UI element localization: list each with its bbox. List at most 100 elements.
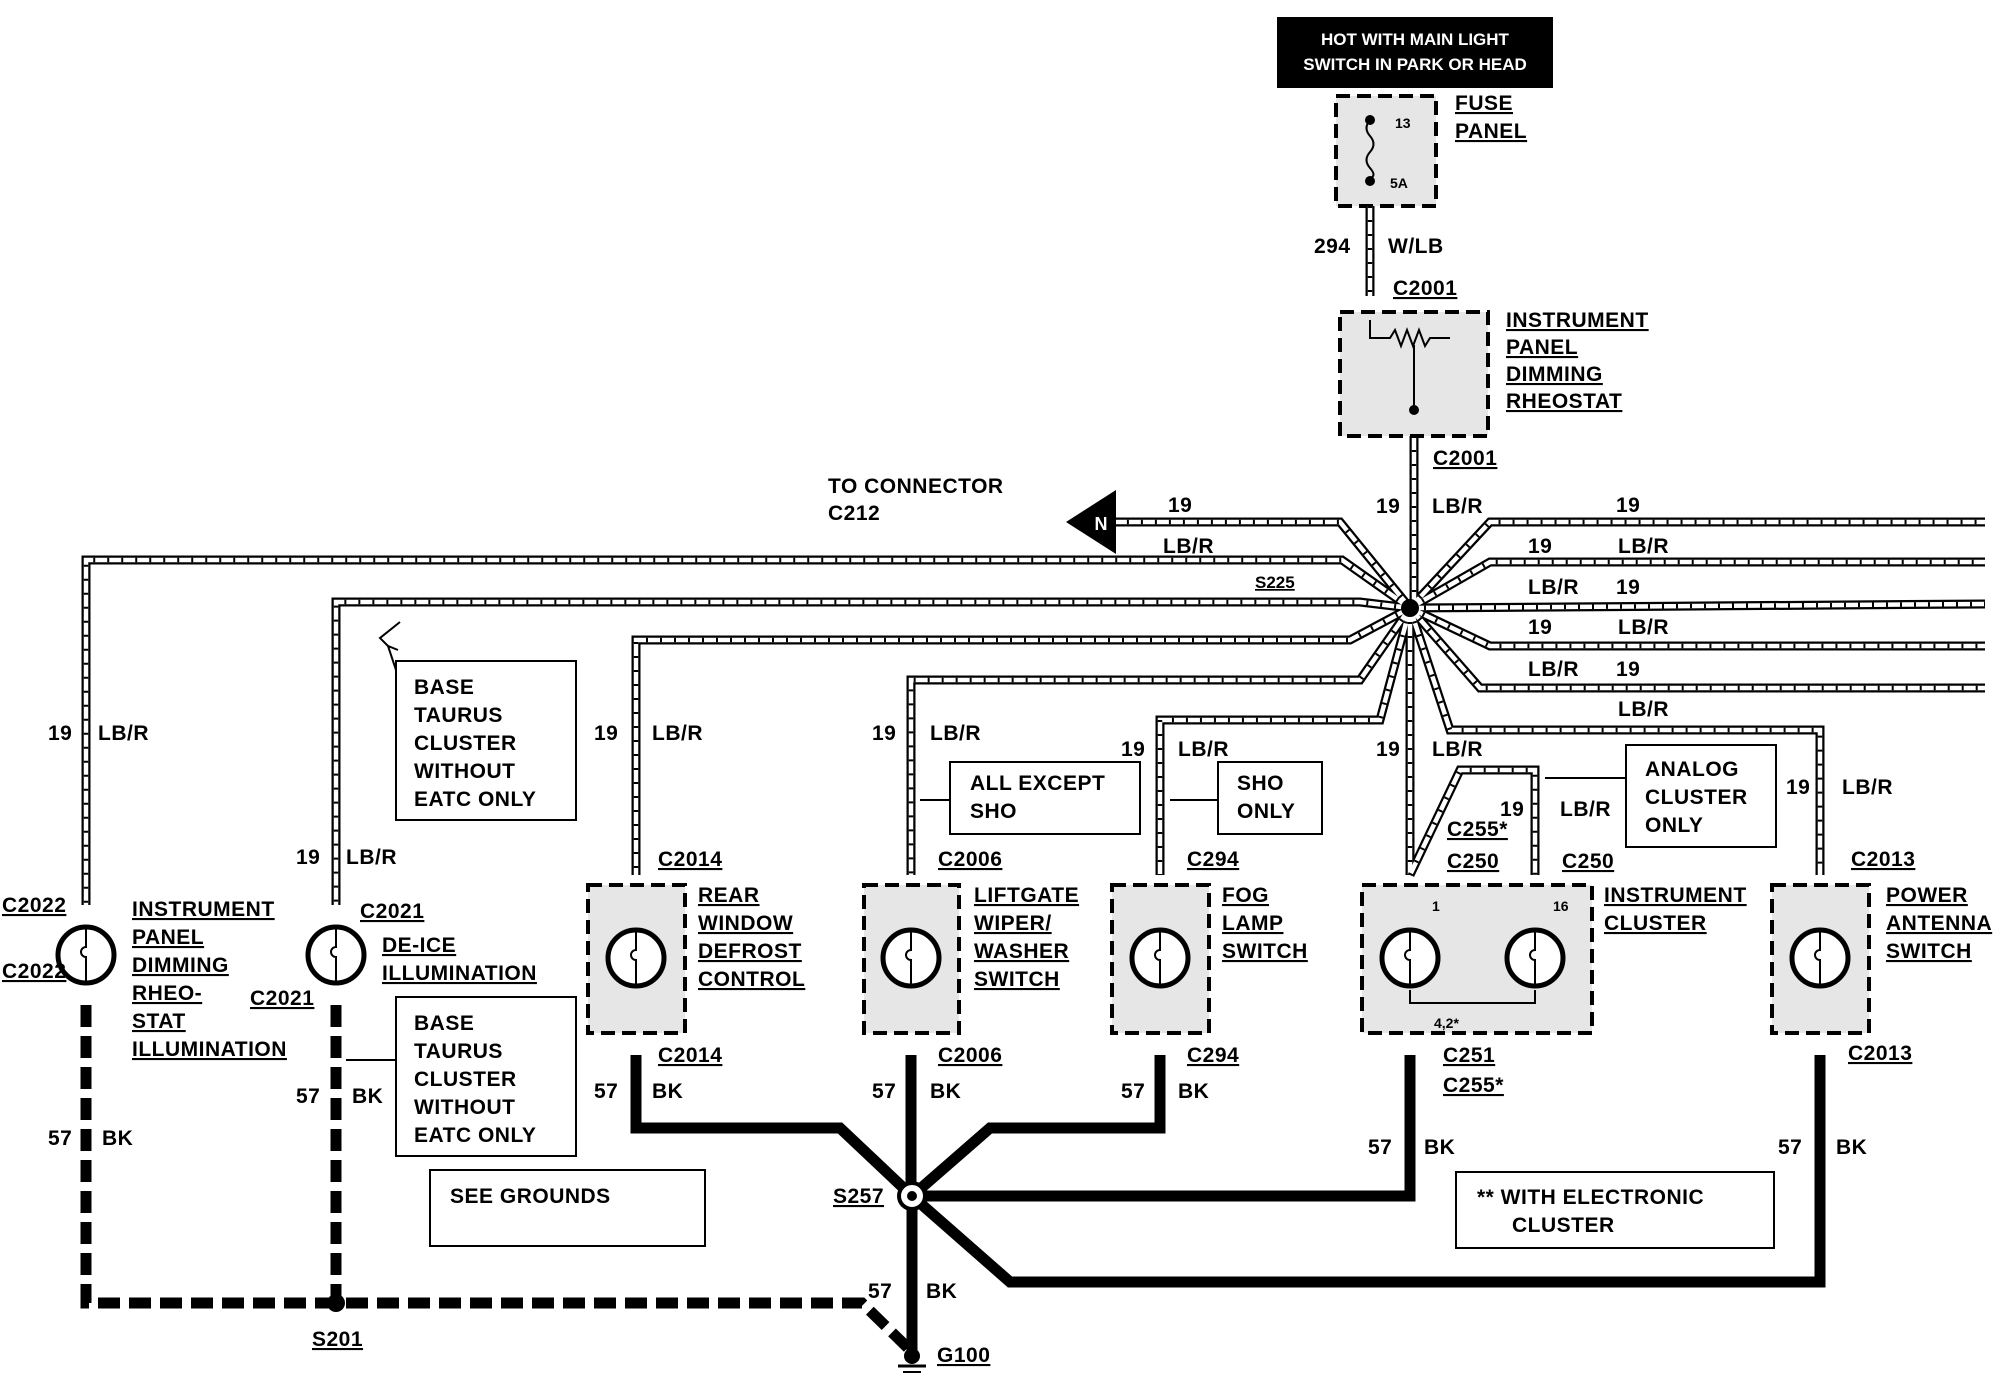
circuit-wire-label: LB/R (1618, 535, 1669, 558)
svg-text:CLUSTER: CLUSTER (1645, 786, 1748, 809)
fuse-amperage: 5A (1390, 175, 1408, 191)
splice-s257: S257 (833, 1185, 884, 1208)
power-antenna-label: POWER ANTENNA SWITCH (1886, 884, 1992, 963)
cluster-bulb-1-icon (1379, 927, 1441, 989)
note-base-taurus-1: BASE TAURUS CLUSTER WITHOUT EATC ONLY (378, 621, 577, 821)
circuit-wire-label: 19 (48, 722, 72, 745)
fuse-icon (1365, 119, 1375, 179)
svg-text:WITHOUT: WITHOUT (414, 1096, 515, 1119)
circuit-wire-label: LB/R (1528, 658, 1579, 681)
ground-wire-label: 57 (1778, 1136, 1802, 1159)
liftgate-bulb-icon (880, 927, 942, 989)
svg-text:ONLY: ONLY (1645, 814, 1703, 837)
circuit-294-color: W/LB (1388, 235, 1444, 258)
svg-text:ONLY: ONLY (1237, 800, 1295, 823)
svg-text:WIPER/: WIPER/ (974, 912, 1052, 935)
note-sho-only: SHO ONLY (1170, 761, 1323, 835)
connector-c294-top: C294 (1187, 848, 1239, 871)
svg-text:EATC ONLY: EATC ONLY (414, 788, 536, 811)
circuit-wire-label: LB/R (1178, 738, 1229, 761)
svg-text:ALL EXCEPT: ALL EXCEPT (970, 772, 1105, 795)
circuit-wire-label: 19 (1376, 495, 1400, 518)
ground-wire-label: BK (1424, 1136, 1455, 1159)
svg-text:STAT: STAT (132, 1010, 186, 1033)
connector-c2001-top: C2001 (1393, 277, 1457, 300)
hot-banner: HOT WITH MAIN LIGHT SWITCH IN PARK OR HE… (1277, 17, 1553, 88)
ground-wire-label: 57 (594, 1080, 618, 1103)
connector-c2001-bottom: C2001 (1433, 447, 1497, 470)
circuit-wire-label: 19 (296, 846, 320, 869)
fog-lamp-bulb-icon (1129, 927, 1191, 989)
svg-text:SHO: SHO (1237, 772, 1284, 795)
ground-wire-label: BK (1836, 1136, 1867, 1159)
connector-c294-bottom: C294 (1187, 1044, 1239, 1067)
fog-lamp-label: FOG LAMP SWITCH (1222, 884, 1308, 963)
ground-wire-label: 57 (296, 1085, 320, 1108)
connector-c2006-top: C2006 (938, 848, 1002, 871)
ground-wire-label: 57 (868, 1280, 892, 1303)
svg-text:** WITH ELECTRONIC: ** WITH ELECTRONIC (1477, 1186, 1704, 1209)
circuit-wire-label: LB/R (652, 722, 703, 745)
connector-c2014-bottom: C2014 (658, 1044, 722, 1067)
svg-text:SHO: SHO (970, 800, 1017, 823)
deice-label: DE-ICE ILLUMINATION (382, 934, 536, 985)
svg-text:CLUSTER: CLUSTER (1512, 1214, 1615, 1237)
connector-c2021-top: C2021 (360, 900, 424, 923)
svg-text:CONTROL: CONTROL (698, 968, 805, 991)
svg-text:WINDOW: WINDOW (698, 912, 793, 935)
circuit-wire-label: LB/R (1432, 738, 1483, 761)
connector-c250-right: C250 (1562, 850, 1614, 873)
circuit-wire-label: LB/R (930, 722, 981, 745)
circuit-wire-label: LB/R (1842, 776, 1893, 799)
circuit-wire-label: 19 (1528, 535, 1552, 558)
svg-text:FOG: FOG (1222, 884, 1269, 907)
fuse-panel: 13 5A FUSE PANEL (1334, 92, 1527, 208)
bk-ground-wires (80, 1005, 1826, 1354)
svg-text:ILLUMINATION: ILLUMINATION (132, 1038, 287, 1061)
circuit-wire-label: 19 (1616, 658, 1640, 681)
hot-banner-line1: HOT WITH MAIN LIGHT (1321, 30, 1510, 49)
svg-text:SWITCH: SWITCH (1222, 940, 1308, 963)
connector-c250-left: C250 (1447, 850, 1499, 873)
connector-c2013-top: C2013 (1851, 848, 1915, 871)
circuit-294-number: 294 (1314, 235, 1351, 258)
circuit-wire-label: LB/R (1163, 535, 1214, 558)
circuit-wire-label: LB/R (1560, 798, 1611, 821)
liftgate-label: LIFTGATE WIPER/ WASHER SWITCH (974, 884, 1079, 991)
connector-c255-top: C255* (1447, 818, 1508, 841)
circuit-wire-label: 19 (872, 722, 896, 745)
fuse-panel-label-1: FUSE (1455, 92, 1513, 115)
ground-wire-label: BK (652, 1080, 683, 1103)
svg-text:SWITCH: SWITCH (974, 968, 1060, 991)
circuit-wire-label: 19 (1528, 616, 1552, 639)
connector-c2021-bottom: C2021 (250, 987, 314, 1010)
circuit-wire-label: 19 (1121, 738, 1145, 761)
svg-text:LIFTGATE: LIFTGATE (974, 884, 1079, 907)
hot-banner-line2: SWITCH IN PARK OR HEAD (1303, 55, 1527, 74)
circuit-wire-label: LB/R (1432, 495, 1483, 518)
circuit-wire-label: 19 (594, 722, 618, 745)
splice-s201-dot (327, 1294, 345, 1312)
circuit-wire-label: LB/R (1618, 616, 1669, 639)
connector-c2022-bottom: C2022 (2, 960, 66, 983)
connector-c251: C251 (1443, 1044, 1495, 1067)
svg-text:BASE: BASE (414, 1012, 474, 1035)
svg-text:TAURUS: TAURUS (414, 1040, 503, 1063)
splice-s201: S201 (312, 1328, 363, 1351)
deice-bulb-icon (305, 924, 367, 986)
svg-text:REAR: REAR (698, 884, 760, 907)
rear-window-bulb-icon (605, 927, 667, 989)
ground-wire-label: BK (102, 1127, 133, 1150)
circuit-wire-label: LB/R (98, 722, 149, 745)
svg-text:LAMP: LAMP (1222, 912, 1284, 935)
rear-window-label: REAR WINDOW DEFROST CONTROL (698, 884, 805, 991)
cluster-bulb-16-icon (1504, 927, 1566, 989)
connector-c2014-top: C2014 (658, 848, 722, 871)
svg-text:WITHOUT: WITHOUT (414, 760, 515, 783)
svg-text:16: 16 (1553, 898, 1569, 914)
svg-text:1: 1 (1432, 898, 1440, 914)
cluster-internal-wire (1409, 990, 1536, 1004)
svg-text:CLUSTER: CLUSTER (414, 732, 517, 755)
note-see-grounds[interactable]: SEE GROUNDS (429, 1169, 706, 1247)
